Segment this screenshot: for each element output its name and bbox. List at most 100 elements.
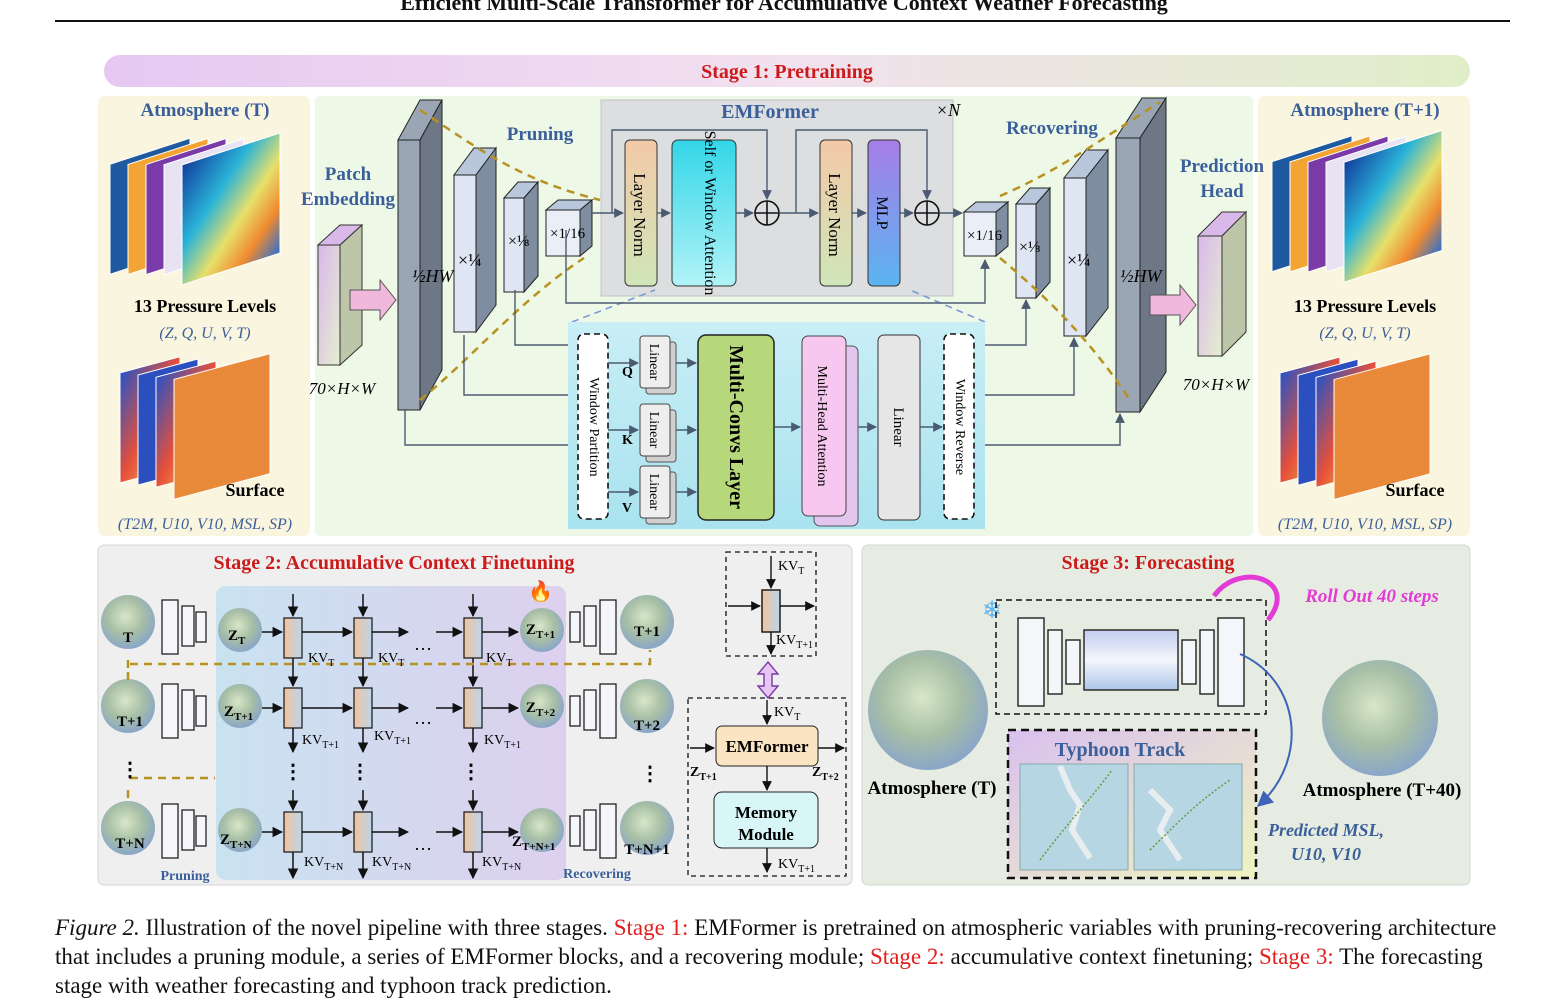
- predicted-label-2: U10, V10: [1291, 844, 1361, 864]
- window-partition: Window Partition: [577, 333, 609, 520]
- caption-stage1: Stage 1:: [613, 915, 689, 940]
- pruning-label: Pruning: [507, 124, 574, 145]
- pruning-dashed-top: [419, 108, 601, 202]
- svg-text:Linear: Linear: [646, 412, 661, 449]
- half-hw-left-label: ½HW: [412, 266, 455, 286]
- pressure-levels-label: 13 Pressure Levels: [134, 296, 276, 316]
- layer-norm-1: Layer Norm: [624, 139, 658, 287]
- memory-kv-in: KVT: [774, 705, 800, 723]
- emformer-connectors: [592, 129, 963, 218]
- svg-text:×¼: ×¼: [458, 250, 482, 270]
- svg-text:…: …: [414, 834, 432, 854]
- pressure-vars-label-out: (Z, Q, U, V, T): [1319, 325, 1410, 342]
- typhoon-title: Typhoon Track: [1055, 739, 1186, 761]
- svg-text:KVT+N: KVT+N: [372, 855, 411, 873]
- caption-stage3: Stage 3:: [1259, 944, 1334, 969]
- recovering-dashed-top: [999, 100, 1161, 198]
- recovering-dashed-bottom: [999, 257, 1132, 401]
- block-zoom-content: [728, 556, 815, 655]
- flame-icon: 🔥: [528, 579, 553, 603]
- memory-kv-out: KVT+1: [778, 857, 815, 875]
- stage3-atm-in: Atmosphere (T): [868, 778, 997, 799]
- svg-text:Window Partition: Window Partition: [586, 377, 601, 476]
- surface-stack-out: [1279, 353, 1431, 501]
- svg-text:Linear: Linear: [646, 474, 661, 511]
- stage2-core-area: [216, 586, 566, 880]
- svg-text:KVT: KVT: [308, 651, 334, 669]
- t-out-label-0: T+1: [634, 624, 660, 640]
- svg-text:KVT+N: KVT+N: [304, 855, 343, 873]
- quarter-block-left: ×¼: [453, 146, 497, 334]
- title-rule: [55, 20, 1510, 22]
- stage2-rows: ⋮ ⋮ ⋮ ⋮ ⋮ … … …: [101, 594, 674, 880]
- memory-module-box: [713, 791, 819, 849]
- pressure-level-stack: [109, 132, 281, 286]
- double-arrow-icon: [756, 660, 780, 700]
- svg-text:KVT+1: KVT+1: [484, 733, 521, 751]
- atmosphere-t-label: Atmosphere (T): [141, 100, 270, 121]
- stage3-model: [1017, 617, 1245, 707]
- surface-vars-label-out: (T2M, U10, V10, MSL, SP): [1278, 516, 1452, 533]
- svg-text:⋮: ⋮: [283, 761, 303, 783]
- globe-out: [1322, 660, 1438, 776]
- surface-label-out: Surface: [1386, 480, 1445, 500]
- surface-label: Surface: [226, 480, 285, 500]
- globe-in: [868, 650, 988, 770]
- eighth-block-right: ×⅛: [1014, 186, 1052, 300]
- pruning-dashed-bottom: [419, 256, 585, 401]
- recovering-label: Recovering: [1006, 118, 1098, 139]
- predicted-label-1: Predicted MSL,: [1267, 820, 1384, 840]
- running-title: Efficient Multi-Scale Transformer for Ac…: [400, 0, 1168, 15]
- add-node-1: [754, 200, 780, 226]
- snowflake-icon: ❄: [982, 598, 1002, 624]
- surface-stack: [119, 353, 271, 501]
- z-in-1: ZT+1: [224, 704, 253, 723]
- z-in-0: ZT: [228, 628, 246, 647]
- block-zoom-kv-out: KVT+1: [776, 633, 813, 651]
- svg-text:⋮: ⋮: [350, 761, 370, 783]
- emformer-title: EMFormer: [721, 101, 819, 123]
- svg-text:⋮: ⋮: [640, 763, 660, 785]
- pipeline-figure: Stage 1: Pretraining Atmosphere (T) 13 P…: [97, 55, 1471, 886]
- figure-caption: Figure 2. Illustration of the novel pipe…: [55, 913, 1515, 1000]
- t-label-0: T: [123, 630, 133, 646]
- k-label: K: [622, 433, 633, 448]
- attention-detail-panel: [568, 322, 985, 529]
- svg-text:Window Reverse: Window Reverse: [952, 379, 967, 475]
- v-label: V: [622, 501, 632, 516]
- qkv-linear-stack: Linear Linear Linear: [639, 335, 677, 525]
- window-reverse: Window Reverse: [943, 333, 975, 520]
- stage2-pruning-label: Pruning: [160, 869, 209, 884]
- memory-module-label-2: Module: [738, 825, 794, 844]
- svg-text:Linear: Linear: [646, 344, 661, 381]
- input-dims-label: 70×H×W: [309, 379, 377, 398]
- times-n-label: ×N: [936, 100, 961, 120]
- multi-head-attention: Multi-Head Attention: [801, 335, 859, 527]
- stage1-title: Stage 1: Pretraining: [701, 61, 873, 83]
- svg-text:×1/16: ×1/16: [967, 228, 1003, 244]
- stage2-emformer-label: EMFormer: [725, 737, 809, 756]
- sixteenth-block-left: ×1/16: [544, 198, 594, 258]
- t-out-label-1: T+2: [634, 718, 660, 734]
- t-label-2: T+N: [115, 836, 145, 852]
- svg-text:Layer Norm: Layer Norm: [630, 173, 649, 257]
- svg-text:×¼: ×¼: [1067, 250, 1091, 270]
- sixteenth-block-right: ×1/16: [962, 200, 1010, 258]
- mlp-block: MLP: [867, 139, 901, 287]
- linear-out: Linear: [877, 334, 921, 521]
- svg-text:Layer Norm: Layer Norm: [825, 173, 844, 257]
- t-out-label-2: T+N+1: [624, 842, 669, 858]
- stage3-title: Stage 3: Forecasting: [1062, 552, 1235, 574]
- head-arrow: [1149, 283, 1197, 327]
- svg-text:Multi-Head Attention: Multi-Head Attention: [814, 366, 829, 487]
- output-dims-label: 70×H×W: [1183, 375, 1251, 394]
- prediction-head-label-2: Head: [1200, 181, 1244, 202]
- stage2-title: Stage 2: Accumulative Context Finetuning: [213, 552, 574, 574]
- pressure-vars-label: (Z, Q, U, V, T): [159, 325, 250, 342]
- add-node-2: [914, 200, 940, 226]
- stage1-banner: [104, 55, 1470, 87]
- prediction-head-label-1: Prediction: [1180, 156, 1265, 177]
- layer-norm-2: Layer Norm: [819, 139, 853, 287]
- stage2-recovering-label: Recovering: [563, 867, 631, 882]
- svg-text:KVT+N: KVT+N: [482, 855, 521, 873]
